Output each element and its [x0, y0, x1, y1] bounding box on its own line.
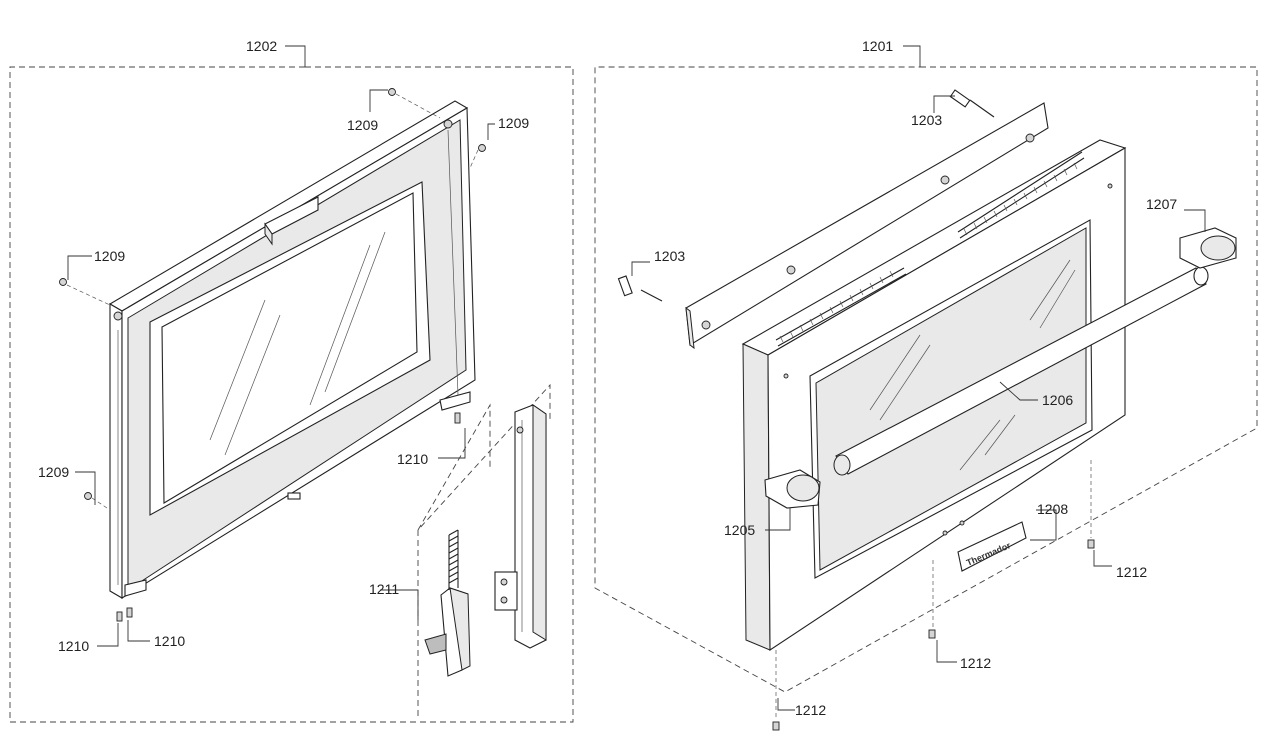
callout-1205: 1205 [724, 522, 755, 538]
callout-1210-bottom-a: 1210 [58, 638, 89, 654]
handle-end-cap-1205 [764, 469, 821, 509]
callout-1203-top: 1203 [911, 112, 942, 128]
callout-1206: 1206 [1042, 392, 1073, 408]
callout-1201: 1201 [862, 38, 893, 54]
brand-badge-1208: Thermador [957, 521, 1027, 572]
screw-1212-bottom [772, 721, 780, 731]
callout-1210-bottom-b: 1210 [154, 633, 185, 649]
callout-1209-right: 1209 [498, 115, 529, 131]
callout-1212-right: 1212 [1116, 564, 1147, 580]
callout-1212-bottom: 1212 [795, 702, 826, 718]
callout-1210-right: 1210 [397, 451, 428, 467]
top-trim-strip [685, 102, 1049, 350]
callout-1209-top: 1209 [347, 117, 378, 133]
screw-1209-right [478, 144, 486, 152]
callout-1202: 1202 [246, 38, 277, 54]
hinge-spring-1211 [424, 529, 471, 677]
screw-1210-right [454, 412, 461, 424]
callout-1212-middle: 1212 [960, 655, 991, 671]
callout-1207: 1207 [1146, 196, 1177, 212]
screw-1209-left-top [59, 278, 67, 286]
screw-1212-middle [928, 629, 936, 639]
pin-1203-top [949, 89, 995, 118]
screw-1209-top [388, 88, 396, 96]
pin-1203-left [617, 275, 663, 302]
callout-1209-left-top: 1209 [94, 248, 125, 264]
callout-1208: 1208 [1037, 501, 1068, 517]
inner-door-assembly-1202: 1202 1209 1209 1209 1209 1210 1210 1210 … [9, 38, 574, 723]
handle-end-cap-1207 [1179, 227, 1237, 269]
inner-door-frame [108, 100, 476, 599]
outer-door-assembly-1201: Thermador [594, 38, 1258, 731]
screw-1210-bottom-b [126, 607, 133, 618]
screw-1209-left-bottom [84, 492, 92, 500]
screw-1210-bottom-a [116, 611, 123, 622]
callout-1209-left-bottom: 1209 [38, 464, 69, 480]
callout-1203-left: 1203 [654, 248, 685, 264]
screw-1212-right [1087, 539, 1095, 549]
callout-1211: 1211 [369, 581, 399, 597]
handle-rod-1206 [833, 266, 1209, 476]
hinge-bracket-1211 [494, 404, 547, 649]
